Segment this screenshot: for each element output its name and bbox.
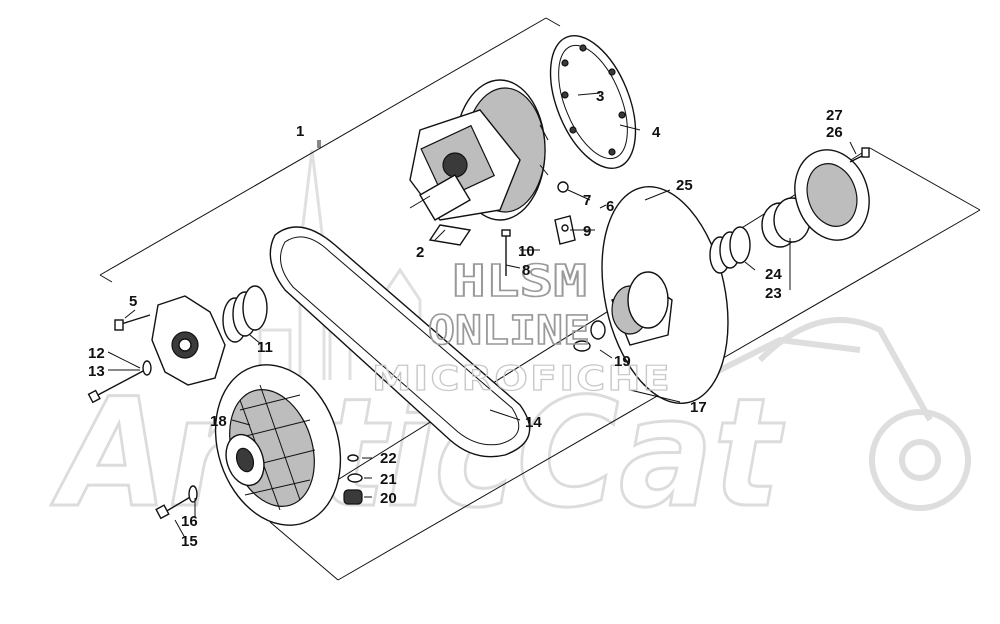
callout-7: 7 bbox=[583, 192, 591, 209]
driven-spring bbox=[709, 226, 751, 274]
end-plate bbox=[794, 147, 870, 241]
callout-2: 2 bbox=[416, 244, 424, 261]
driven-clutch-assembly bbox=[573, 185, 729, 405]
callout-20: 20 bbox=[380, 490, 397, 507]
callout-4: 4 bbox=[652, 124, 661, 141]
callout-18: 18 bbox=[210, 413, 227, 430]
watermark-line2: ONLINE bbox=[428, 308, 590, 354]
drive-clutch-assembly bbox=[409, 79, 576, 276]
hlsm-watermark: HLSM ONLINE MICROFICHE bbox=[371, 255, 672, 399]
watermark-line3: MICROFICHE bbox=[372, 359, 672, 399]
drive-belt bbox=[269, 226, 531, 458]
callout-16: 16 bbox=[181, 513, 198, 530]
spider-hub bbox=[114, 295, 226, 386]
callout-13: 13 bbox=[88, 363, 105, 380]
callout-5: 5 bbox=[129, 293, 137, 310]
callout-labels: 1 2 3 4 5 6 7 8 9 10 11 12 13 14 15 16 1… bbox=[88, 88, 843, 550]
mounting-bolt bbox=[87, 360, 152, 404]
callout-26: 26 bbox=[826, 124, 843, 141]
callout-11: 11 bbox=[257, 339, 273, 356]
clutch-spring bbox=[222, 285, 268, 343]
callout-25: 25 bbox=[676, 177, 693, 194]
callout-10: 10 bbox=[518, 243, 535, 260]
callout-22: 22 bbox=[380, 450, 397, 467]
callout-24: 24 bbox=[765, 266, 782, 283]
callout-19: 19 bbox=[614, 353, 631, 370]
fixed-sheave bbox=[214, 364, 342, 526]
callout-6: 6 bbox=[606, 198, 614, 215]
callout-15: 15 bbox=[181, 533, 198, 550]
callout-8: 8 bbox=[522, 262, 530, 279]
cover-plate bbox=[549, 35, 637, 169]
motorcycle-silhouette-icon bbox=[698, 317, 971, 511]
callout-3: 3 bbox=[596, 88, 604, 105]
callout-12: 12 bbox=[88, 345, 105, 362]
callout-23: 23 bbox=[765, 285, 782, 302]
callout-9: 9 bbox=[583, 223, 591, 240]
leader-lines bbox=[107, 92, 857, 539]
callout-17: 17 bbox=[690, 399, 707, 416]
callout-1: 1 bbox=[296, 123, 304, 140]
callout-27: 27 bbox=[826, 107, 843, 124]
watermark-line1: HLSM bbox=[452, 256, 587, 307]
callout-21: 21 bbox=[380, 471, 397, 488]
small-hardware bbox=[343, 454, 363, 505]
callout-14: 14 bbox=[525, 414, 542, 431]
